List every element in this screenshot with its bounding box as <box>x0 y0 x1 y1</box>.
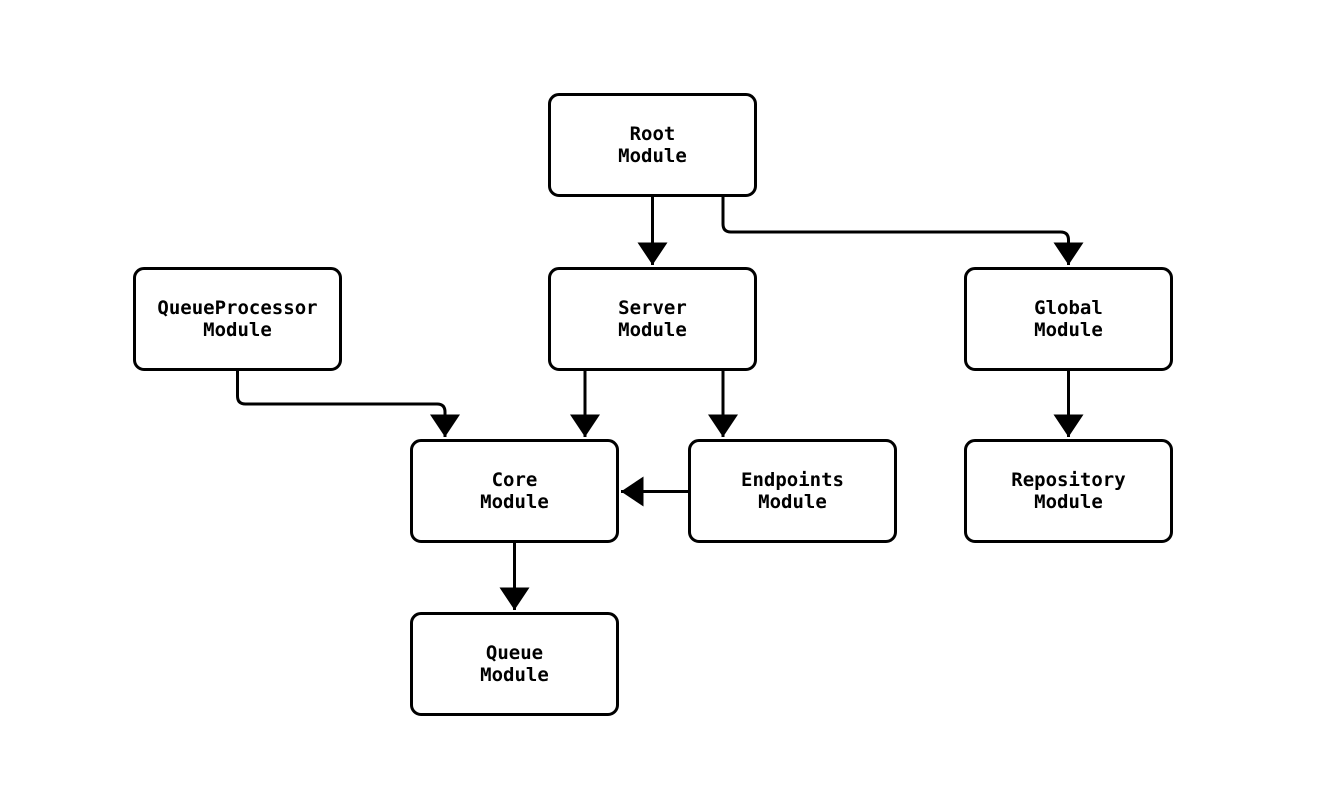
edge-queueprocessor-to-core-arrow <box>236 371 460 437</box>
node-core-module: Core Module <box>410 439 619 543</box>
node-label-line: Module <box>480 664 549 686</box>
node-global-module: Global Module <box>964 267 1173 371</box>
node-label-line: Core <box>491 469 538 491</box>
node-label-line: Repository <box>1011 469 1126 491</box>
node-label-line: Module <box>1034 319 1103 341</box>
node-label-line: Root <box>629 123 676 145</box>
node-label-line: Global <box>1034 297 1103 319</box>
node-label-line: Server <box>618 297 687 319</box>
node-root-module: Root Module <box>548 93 757 197</box>
node-label-line: Queue <box>485 642 544 664</box>
node-queueprocessor-module: QueueProcessor Module <box>133 267 342 371</box>
node-label-line: Module <box>618 145 687 167</box>
node-queue-module: Queue Module <box>410 612 619 716</box>
node-repository-module: Repository Module <box>964 439 1173 543</box>
node-label-line: QueueProcessor <box>157 297 318 319</box>
node-endpoints-module: Endpoints Module <box>688 439 897 543</box>
edge-root-to-global-arrow <box>721 197 1084 265</box>
node-label-line: Module <box>758 491 827 513</box>
node-label-line: Module <box>203 319 272 341</box>
node-label-line: Module <box>618 319 687 341</box>
node-label-line: Module <box>480 491 549 513</box>
node-server-module: Server Module <box>548 267 757 371</box>
node-label-line: Module <box>1034 491 1103 513</box>
node-label-line: Endpoints <box>741 469 844 491</box>
